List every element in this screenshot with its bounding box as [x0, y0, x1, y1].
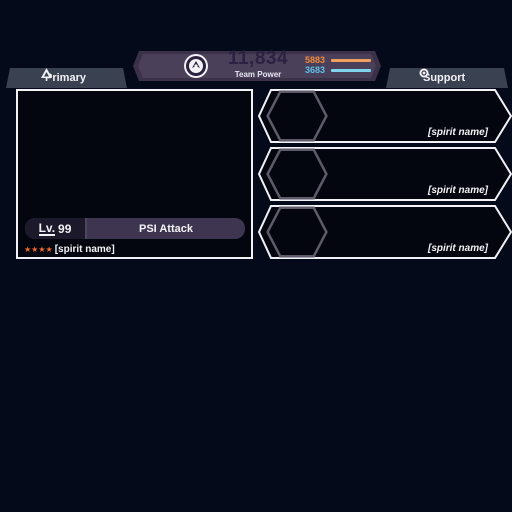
attack-stat: 5883: [305, 56, 371, 65]
tab-support-label: Support: [423, 72, 466, 84]
support-spirit-name: [spirit name]: [427, 243, 488, 254]
defense-bar: [331, 69, 371, 72]
level-attack-bar: Lv. 99 PSI Attack: [25, 218, 245, 239]
level-badge: Lv. 99: [25, 218, 87, 239]
primary-spirit-slot[interactable]: Lv. 99 PSI Attack ★★★★ [spirit name]: [16, 89, 253, 259]
level-prefix: Lv.: [38, 220, 56, 236]
support-slot-3[interactable]: [spirit name]: [257, 205, 512, 259]
rank-stars: ★★★★: [24, 245, 53, 254]
team-power-value: 11,834: [227, 48, 289, 69]
attack-bar: [331, 59, 371, 62]
support-spirit-name: [spirit name]: [427, 127, 488, 138]
tab-support[interactable]: Support: [386, 68, 508, 88]
primary-spirit-info: ★★★★ [spirit name]: [24, 244, 115, 255]
attack-value: 5883: [305, 55, 326, 65]
tab-primary[interactable]: Primary: [6, 68, 127, 88]
tab-primary-label: Primary: [45, 72, 86, 84]
support-spirit-name: [spirit name]: [427, 185, 488, 196]
defense-stat: 3683: [305, 66, 371, 75]
defense-value: 3683: [305, 65, 326, 75]
spirit-emblem-icon: [183, 53, 209, 79]
support-slot-frame: [257, 89, 512, 143]
primary-spirit-name: [spirit name]: [54, 244, 115, 255]
support-slot-frame: [257, 147, 512, 201]
support-slot-1[interactable]: [spirit name]: [257, 89, 512, 143]
team-power-banner: 11,834 Team Power 5883 3683: [133, 48, 381, 81]
level-number: 99: [58, 221, 72, 236]
attack-type: PSI Attack: [138, 222, 193, 235]
team-power-label: Team Power: [234, 70, 282, 79]
support-slot-frame: [257, 205, 512, 259]
support-slot-2[interactable]: [spirit name]: [257, 147, 512, 201]
